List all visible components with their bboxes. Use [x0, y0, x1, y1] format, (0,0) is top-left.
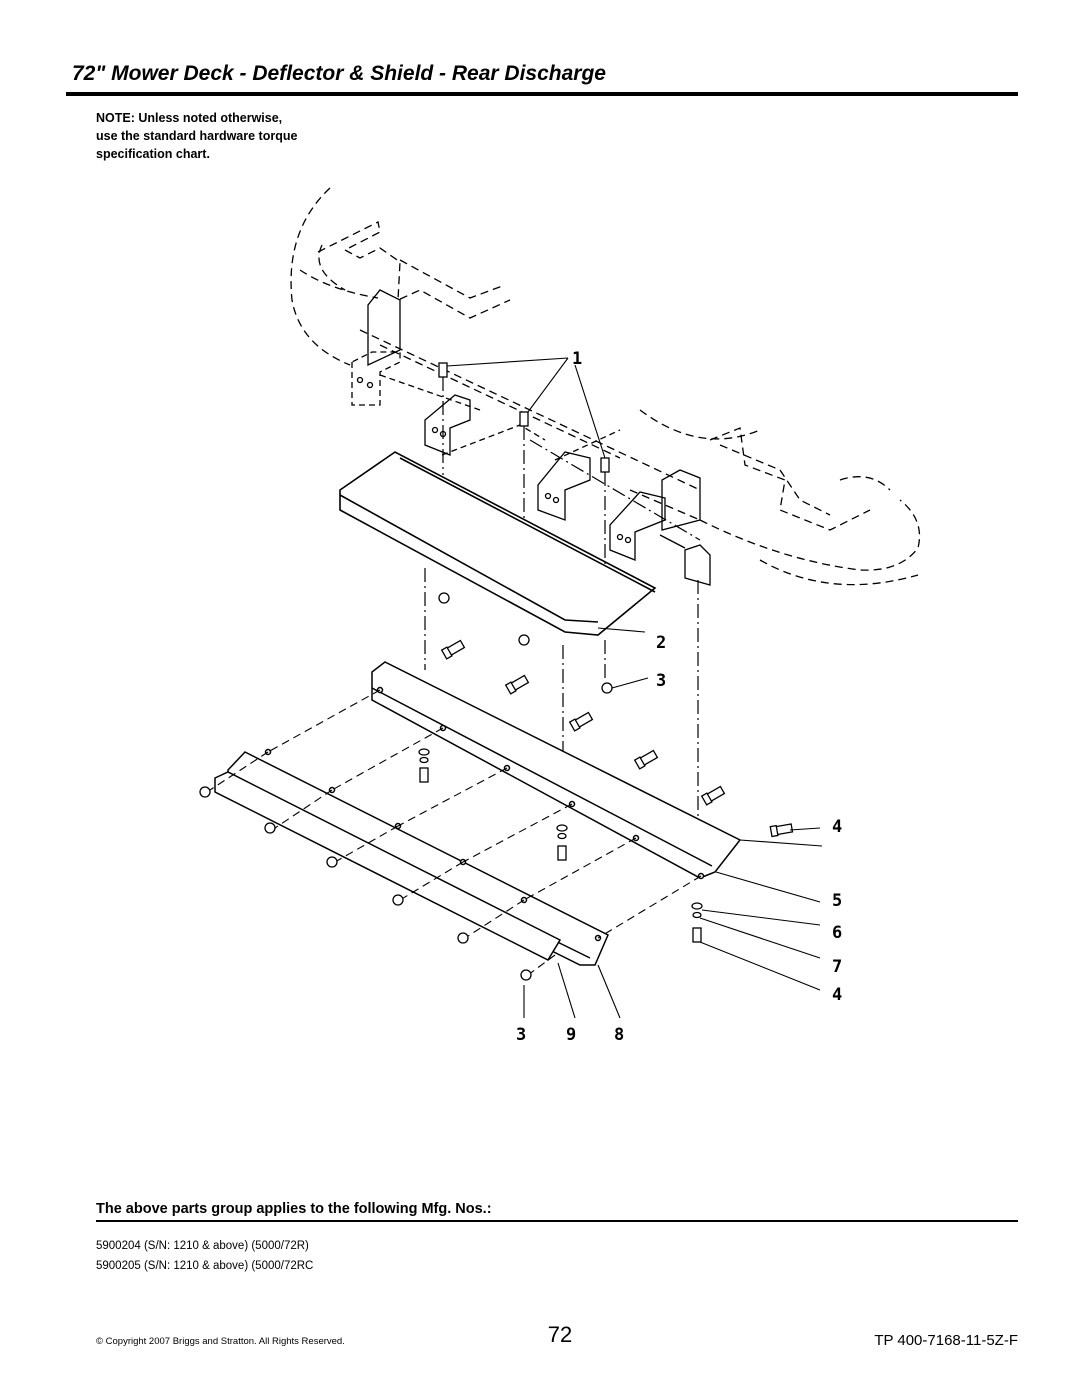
hardware-set — [418, 592, 794, 943]
title-divider — [66, 92, 1018, 96]
callout-5: 5 — [832, 891, 842, 911]
callout-7: 7 — [832, 957, 842, 977]
callout-3b: 3 — [516, 1025, 526, 1045]
callout-9: 9 — [566, 1025, 576, 1045]
page-title: 72" Mower Deck - Deflector & Shield - Re… — [72, 62, 606, 85]
callout-8: 8 — [614, 1025, 624, 1045]
applicability-divider — [96, 1220, 1018, 1222]
callout-6: 6 — [832, 923, 842, 943]
callout-4: 4 — [832, 817, 842, 837]
callout-1: 1 — [572, 349, 582, 369]
shield-connection-lines — [209, 689, 702, 976]
mower-deck-outline — [290, 187, 921, 586]
alignment-lines — [424, 377, 701, 830]
note-line: NOTE: Unless noted otherwise, — [96, 111, 283, 125]
discharge-shield — [214, 661, 742, 966]
torque-note: NOTE: Unless noted otherwise, use the st… — [96, 109, 297, 163]
mfg-number-item: 5900205 (S/N: 1210 & above) (5000/72RC — [96, 1260, 314, 1272]
callout-4b: 4 — [832, 985, 842, 1005]
page-number: 72 — [547, 1322, 573, 1347]
copyright-notice: © Copyright 2007 Briggs and Stratton. Al… — [96, 1336, 345, 1347]
document-number: TP 400-7168-11-5Z-F — [874, 1332, 1018, 1349]
exploded-parts-diagram: 1 2 3 4 5 6 7 4 3 9 8 — [199, 187, 921, 1045]
leader-lines — [446, 357, 823, 1019]
mfg-number-list: 5900204 (S/N: 1210 & above) (5000/72R) 5… — [96, 1236, 313, 1276]
lower-nuts — [199, 786, 532, 981]
applicability-heading: The above parts group applies to the fol… — [96, 1201, 492, 1217]
callout-3: 3 — [656, 671, 666, 691]
note-line: specification chart. — [96, 147, 210, 161]
mfg-number-item: 5900204 (S/N: 1210 & above) (5000/72R) — [96, 1240, 309, 1252]
deflector-plate — [339, 451, 657, 636]
callout-2: 2 — [656, 633, 666, 653]
note-line: use the standard hardware torque — [96, 129, 298, 143]
deck-brackets — [351, 289, 711, 586]
